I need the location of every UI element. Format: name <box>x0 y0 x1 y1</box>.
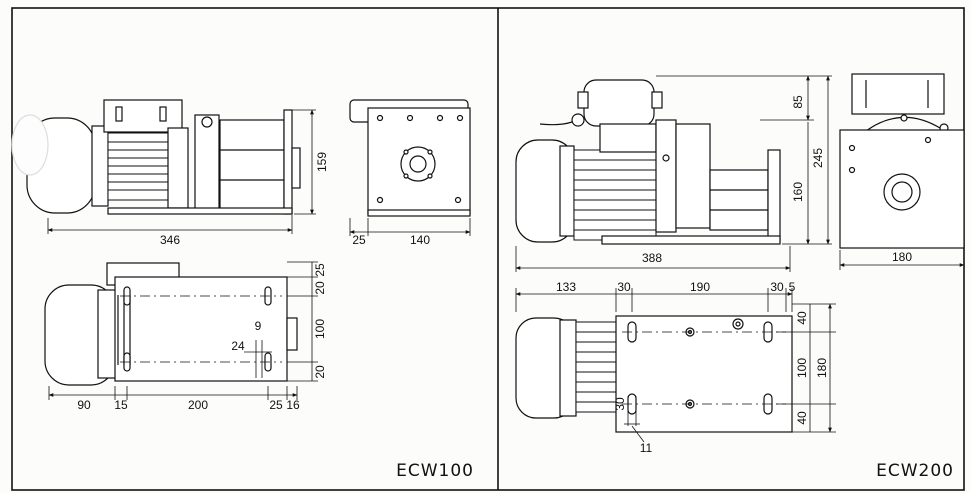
ecw200-side-dims <box>515 75 832 272</box>
ecw100-end-view <box>349 99 471 217</box>
ecw200-top-2: 30 <box>617 280 631 294</box>
ecw200-right-total: 180 <box>815 358 829 378</box>
ecw200-side-view <box>515 79 781 245</box>
ecw200-slot-width: 30 <box>613 397 627 411</box>
ecw200-total-height: 245 <box>811 148 825 168</box>
ecw200-end-view <box>839 73 965 249</box>
ecw100-end-offset-label: 25 <box>352 233 366 247</box>
ecw100-bottom-5: 16 <box>286 398 300 412</box>
ecw100-model-label: ECW100 <box>396 461 474 481</box>
ecw100-plan-dims <box>48 261 318 400</box>
ecw100-length-label: 346 <box>160 233 180 247</box>
ecw100-plan-right-top-1: 25 <box>313 263 327 277</box>
ecw100-motor-fins <box>107 132 169 201</box>
ecw200-base-height: 160 <box>791 182 805 202</box>
ecw100-plan-centerlines <box>120 295 282 363</box>
ecw100-plan-right-bottom: 20 <box>313 365 327 379</box>
ecw200-model-label: ECW200 <box>876 461 954 481</box>
ecw200-top-5: 5 <box>789 280 796 294</box>
ecw200-top-4: 30 <box>770 280 784 294</box>
ecw100-bottom-1: 90 <box>77 398 91 412</box>
ecw100-height-label: 159 <box>315 152 329 172</box>
ecw100-panel: 346 159 25 140 <box>11 99 474 481</box>
ecw200-length-label: 388 <box>642 251 662 265</box>
ecw200-top-1: 133 <box>556 280 576 294</box>
ecw100-end-width-label: 140 <box>410 233 430 247</box>
ecw100-side-view <box>11 99 301 215</box>
ecw200-right-3: 40 <box>795 411 809 425</box>
ecw200-plan-centerlines <box>622 331 786 405</box>
ecw100-slot-width: 9 <box>255 319 262 333</box>
ecw100-slot-length: 24 <box>231 339 245 353</box>
ecw200-plan-dims <box>515 288 836 443</box>
sheet-frame <box>11 7 965 491</box>
ecw100-bottom-3: 200 <box>188 398 208 412</box>
ecw200-plan-fins <box>575 321 617 413</box>
ecw100-plan-right-span: 100 <box>313 319 327 339</box>
ecw200-right-2: 100 <box>795 358 809 378</box>
ecw200-plan-view <box>515 315 793 433</box>
ecw100-plan-right-top-2: 20 <box>313 281 327 295</box>
ecw100-end-dims <box>349 218 471 236</box>
ecw200-right-1: 40 <box>795 311 809 325</box>
ecw100-side-dims <box>47 109 316 234</box>
ecw100-plan-view <box>44 262 298 386</box>
ecw200-motor-fins <box>573 149 657 241</box>
ecw200-top-height: 85 <box>791 95 805 109</box>
ecw200-end-dims <box>839 250 965 270</box>
ecw100-bottom-2: 15 <box>114 398 128 412</box>
ecw200-hole-label: 11 <box>640 441 653 455</box>
ecw200-panel: 388 85 160 245 180 <box>515 73 965 481</box>
ecw200-top-3: 190 <box>690 280 710 294</box>
ecw100-bottom-4: 25 <box>269 398 283 412</box>
ecw200-end-width-label: 180 <box>892 250 912 264</box>
